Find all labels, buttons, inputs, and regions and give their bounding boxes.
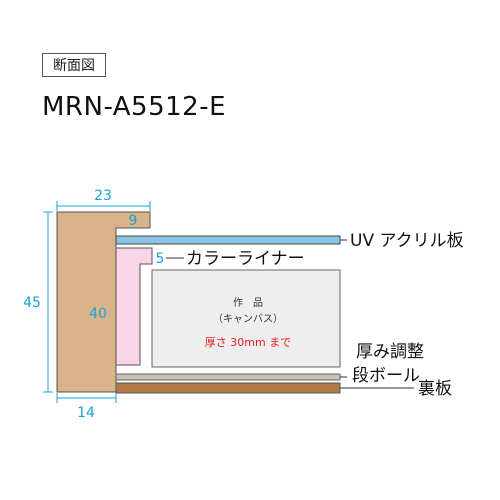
section-badge: 断面図	[42, 53, 106, 77]
color-liner	[115, 247, 153, 366]
dim-liner-thickness: 5	[156, 251, 165, 267]
artwork-thickness-note: 厚さ 30mm まで	[205, 336, 291, 349]
artwork-subtitle: （キャンバス）	[213, 313, 283, 325]
dim-inner-height: 40	[89, 306, 107, 322]
frame-profile	[56, 211, 151, 393]
artwork-canvas	[151, 269, 341, 368]
spacer-cardboard	[115, 373, 341, 381]
back-board	[115, 382, 341, 394]
dim-frame-width: 23	[94, 188, 112, 204]
label-acrylic: UV アクリル板	[350, 231, 464, 251]
label-color-liner: カラーライナー	[186, 249, 305, 269]
artwork-title: 作 品	[233, 297, 263, 309]
dim-bottom-width: 14	[77, 405, 95, 421]
acrylic-panel	[115, 235, 341, 245]
label-back-board: 裏板	[418, 378, 452, 399]
dim-frame-height: 45	[23, 295, 41, 311]
label-spacer-line1: 厚み調整	[356, 342, 424, 362]
model-code: MRN-A5512-E	[42, 92, 227, 122]
dim-lip-width: 9	[129, 213, 138, 229]
label-spacer-line2: 段ボール	[352, 366, 420, 386]
